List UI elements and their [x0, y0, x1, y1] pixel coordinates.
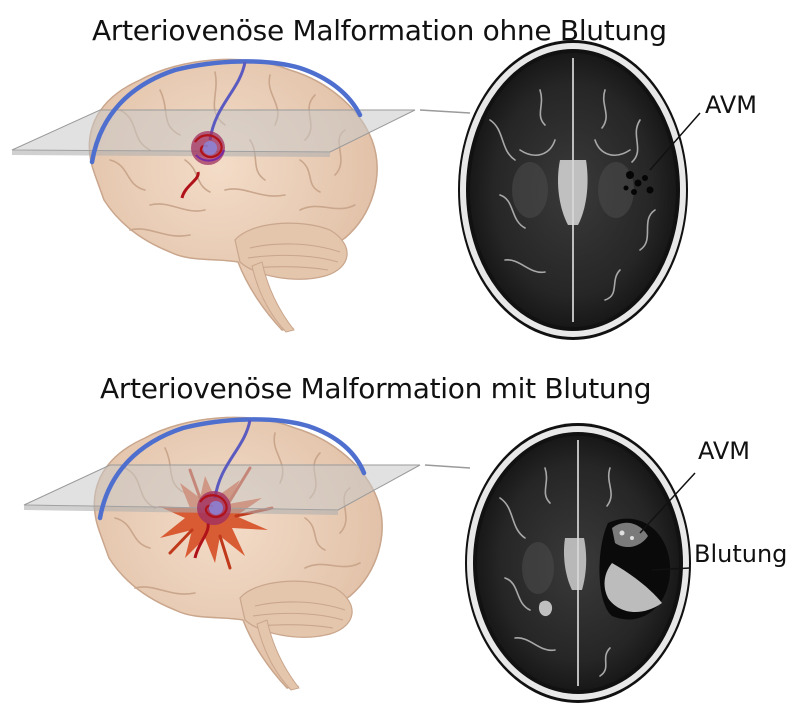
avm-nidus — [197, 491, 231, 525]
mri-scan — [458, 40, 688, 340]
illustration-without-hemorrhage — [11, 40, 701, 340]
draining-vein — [213, 419, 252, 499]
hemorrhage-pointer-line — [651, 567, 691, 571]
plane-connector — [424, 464, 471, 469]
illustration-with-hemorrhage — [23, 416, 696, 703]
avm-label: AVM — [698, 437, 751, 465]
feeding-artery — [180, 171, 200, 199]
hemorrhage-label: Blutung — [694, 540, 788, 568]
brain-illustration — [93, 416, 383, 691]
avm-pointer-line — [649, 112, 701, 171]
slice-plane — [23, 464, 421, 511]
draining-vein — [208, 61, 247, 141]
avm-pointer-line — [639, 472, 696, 534]
superficial-vein — [89, 59, 363, 165]
panel-with-hemorrhage: AVM Blutung — [0, 358, 808, 708]
plane-connector — [419, 109, 471, 114]
panel-without-hemorrhage: AVM — [0, 0, 808, 350]
title-with-hemorrhage: Arteriovenöse Malformation mit Blutung — [100, 372, 652, 405]
brain-illustration — [88, 58, 378, 333]
feeding-artery — [193, 522, 210, 559]
avm-nidus — [191, 131, 225, 165]
superficial-vein — [97, 417, 367, 521]
avm-label: AVM — [705, 91, 758, 119]
mri-scan — [465, 423, 691, 703]
